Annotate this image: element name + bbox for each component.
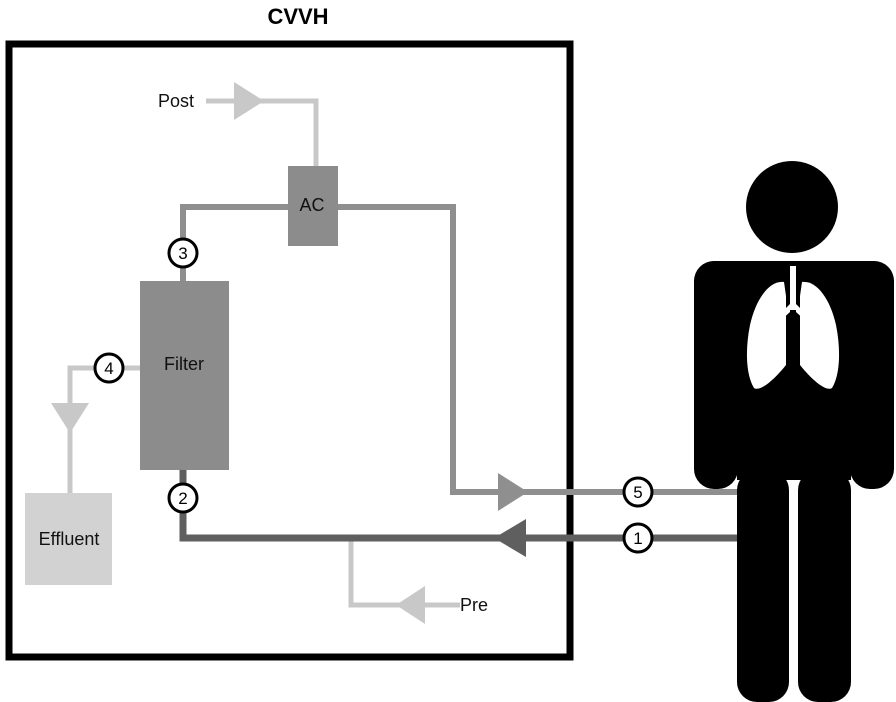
effluent-arrow-icon [51, 403, 89, 433]
ac-box [288, 166, 338, 246]
diagram-title: CVVH [267, 4, 328, 29]
return-line [180, 204, 740, 495]
marker-2: 2 [167, 482, 199, 514]
filter-box [140, 281, 229, 470]
post-arrow-icon [234, 82, 264, 120]
marker-5-label: 5 [633, 483, 642, 502]
filter-label: Filter [164, 354, 204, 374]
pre-arrow-icon [396, 586, 425, 624]
post-label: Post [158, 91, 194, 111]
effluent-label: Effluent [39, 529, 100, 549]
marker-3-label: 3 [178, 244, 187, 263]
ac-label: AC [299, 195, 324, 215]
marker-4-label: 4 [104, 359, 113, 378]
person-silhouette-icon [694, 161, 894, 702]
marker-3: 3 [167, 237, 199, 269]
marker-1-label: 1 [633, 529, 642, 548]
marker-1: 1 [622, 522, 654, 554]
return-arrow-icon [498, 473, 528, 511]
lungs-icon [746, 266, 840, 389]
effluent-line [67, 365, 140, 493]
marker-4: 4 [93, 352, 125, 384]
post-dilution-line [206, 98, 319, 166]
marker-5: 5 [622, 476, 654, 508]
pre-dilution-line [348, 540, 460, 608]
marker-2-label: 2 [178, 489, 187, 508]
effluent-box [25, 493, 112, 585]
machine-box [5, 40, 574, 661]
pre-label: Pre [460, 595, 488, 615]
access-arrow-icon [494, 519, 526, 557]
access-line [179, 470, 740, 542]
